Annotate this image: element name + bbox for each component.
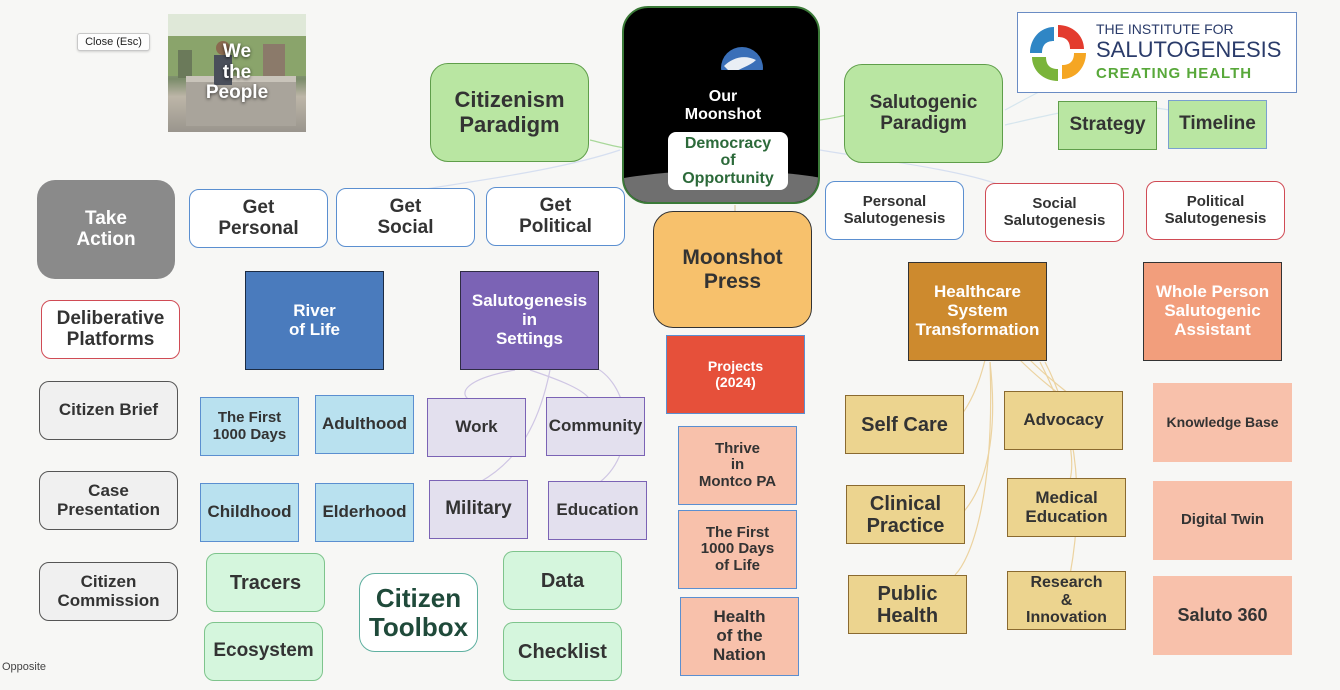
moonshot-node[interactable]: Our Moonshot Democracy of Opportunity xyxy=(622,6,820,204)
moonshot-press-node[interactable]: Moonshot Press xyxy=(653,211,812,328)
timeline-node[interactable]: Timeline xyxy=(1168,100,1267,149)
moonshot-subtitle: Democracy of Opportunity xyxy=(668,132,788,190)
photo-caption: We the People xyxy=(205,40,269,104)
childhood-node[interactable]: Childhood xyxy=(200,483,299,542)
checklist-node[interactable]: Checklist xyxy=(503,622,622,681)
get-social-node[interactable]: Get Social xyxy=(336,188,475,247)
elderhood-node[interactable]: Elderhood xyxy=(315,483,414,542)
institute-logo[interactable]: THE INSTITUTE FOR SALUTOGENESIS CREATING… xyxy=(1017,12,1297,93)
river-of-life-node[interactable]: River of Life xyxy=(245,271,384,370)
first-1000-days-life-node[interactable]: The First 1000 Days of Life xyxy=(678,510,797,589)
first-1000-days-node[interactable]: The First 1000 Days xyxy=(200,397,299,456)
logo-line2: SALUTOGENESIS xyxy=(1096,37,1282,62)
deliberative-platforms-node[interactable]: Deliberative Platforms xyxy=(41,300,180,359)
swirl-logo-icon xyxy=(1030,25,1086,81)
citizenism-paradigm-node[interactable]: Citizenism Paradigm xyxy=(430,63,589,162)
salutogenesis-settings-node[interactable]: Salutogenesis in Settings xyxy=(460,271,599,370)
personal-salutogenesis-node[interactable]: Personal Salutogenesis xyxy=(825,181,964,240)
citizen-brief-node[interactable]: Citizen Brief xyxy=(39,381,178,440)
digital-twin-node[interactable]: Digital Twin xyxy=(1153,481,1292,560)
get-political-node[interactable]: Get Political xyxy=(486,187,625,246)
close-button[interactable]: Close (Esc) xyxy=(77,33,150,51)
tracers-node[interactable]: Tracers xyxy=(206,553,325,612)
citizen-commission-node[interactable]: Citizen Commission xyxy=(39,562,178,621)
medical-education-node[interactable]: Medical Education xyxy=(1007,478,1126,537)
photo-scene xyxy=(168,14,306,126)
self-care-node[interactable]: Self Care xyxy=(845,395,964,454)
military-node[interactable]: Military xyxy=(429,480,528,539)
public-health-node[interactable]: Public Health xyxy=(848,575,967,634)
get-personal-node[interactable]: Get Personal xyxy=(189,189,328,248)
advocacy-node[interactable]: Advocacy xyxy=(1004,391,1123,450)
logo-line1: THE INSTITUTE FOR xyxy=(1096,21,1234,37)
strategy-node[interactable]: Strategy xyxy=(1058,101,1157,150)
work-node[interactable]: Work xyxy=(427,398,526,457)
salutogenic-paradigm-node[interactable]: Salutogenic Paradigm xyxy=(844,64,1003,163)
we-the-people-photo: We the People xyxy=(168,14,306,132)
adulthood-node[interactable]: Adulthood xyxy=(315,395,414,454)
data-node[interactable]: Data xyxy=(503,551,622,610)
logo-line3: CREATING HEALTH xyxy=(1096,65,1253,82)
case-presentation-node[interactable]: Case Presentation xyxy=(39,471,178,530)
moonshot-title: Our Moonshot xyxy=(684,88,762,123)
research-innovation-node[interactable]: Research & Innovation xyxy=(1007,571,1126,630)
ecosystem-node[interactable]: Ecosystem xyxy=(204,622,323,681)
education-node[interactable]: Education xyxy=(548,481,647,540)
community-node[interactable]: Community xyxy=(546,397,645,456)
knowledge-base-node[interactable]: Knowledge Base xyxy=(1153,383,1292,462)
health-of-nation-node[interactable]: Health of the Nation xyxy=(680,597,799,676)
clinical-practice-node[interactable]: Clinical Practice xyxy=(846,485,965,544)
saluto-360-node[interactable]: Saluto 360 xyxy=(1153,576,1292,655)
citizen-toolbox-node[interactable]: Citizen Toolbox xyxy=(359,573,478,652)
projects-2024-node[interactable]: Projects (2024) xyxy=(666,335,805,414)
political-salutogenesis-node[interactable]: Political Salutogenesis xyxy=(1146,181,1285,240)
take-action-node[interactable]: Take Action xyxy=(37,180,175,279)
social-salutogenesis-node[interactable]: Social Salutogenesis xyxy=(985,183,1124,242)
whole-person-assistant-node[interactable]: Whole Person Salutogenic Assistant xyxy=(1143,262,1282,361)
footer-label: Opposite xyxy=(2,661,47,673)
healthcare-transformation-node[interactable]: Healthcare System Transformation xyxy=(908,262,1047,361)
thrive-montco-node[interactable]: Thrive in Montco PA xyxy=(678,426,797,505)
